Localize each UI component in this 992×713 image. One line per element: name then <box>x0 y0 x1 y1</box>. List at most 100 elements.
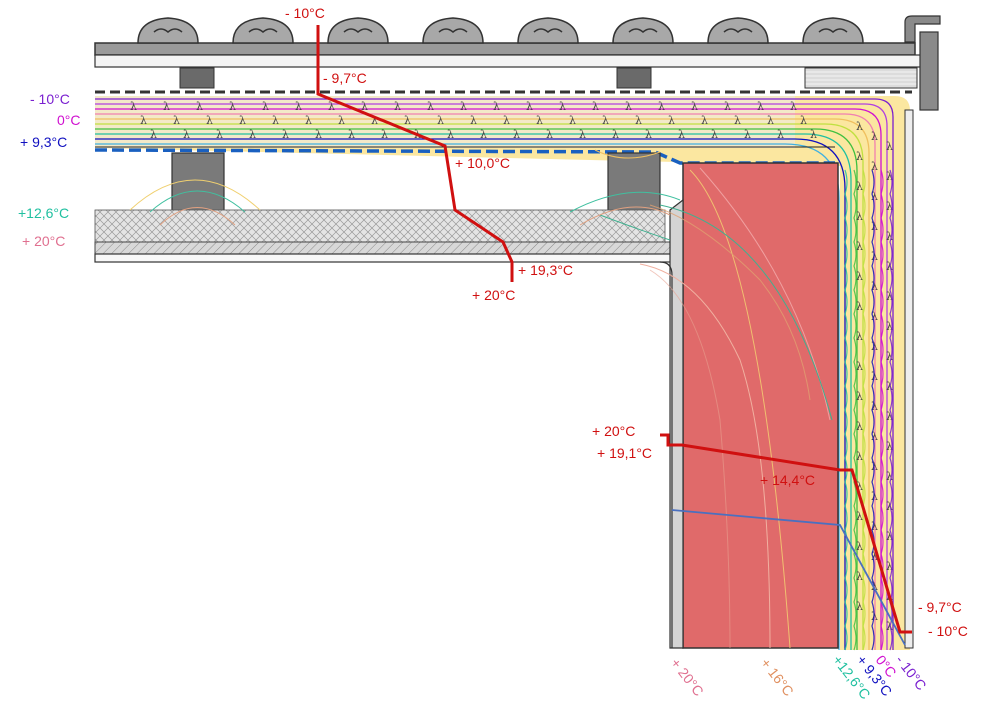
lambda-symbol: λ <box>871 520 878 533</box>
lambda-symbol: λ <box>856 420 863 433</box>
lambda-symbol: λ <box>856 150 863 163</box>
lambda-symbol: λ <box>886 530 893 543</box>
lambda-symbol: λ <box>196 100 203 113</box>
lambda-symbol: λ <box>871 130 878 143</box>
lambda-symbol: λ <box>886 500 893 513</box>
roof-tile <box>612 17 674 44</box>
lambda-symbol: λ <box>305 114 312 127</box>
lambda-symbol: λ <box>427 100 434 113</box>
lambda-symbol: λ <box>871 160 878 173</box>
lambda-symbol: λ <box>361 100 368 113</box>
lambda-symbol: λ <box>886 230 893 243</box>
lambda-symbol: λ <box>871 550 878 563</box>
label-roof-97: - 9,7°C <box>323 70 367 86</box>
lambda-symbol: λ <box>856 390 863 403</box>
label-wall-144: + 14,4°C <box>760 472 815 488</box>
bottom-temperature-labels: + 20°C + 16°C +12,6°C + 9,3°C 0°C - 10°C <box>668 652 930 702</box>
roof-temperature-labels: - 10°C - 9,7°C + 10,0°C + 19,3°C + 20°C <box>285 5 573 303</box>
lambda-symbol: λ <box>886 470 893 483</box>
lambda-symbol: λ <box>513 128 520 141</box>
lambda-symbol: λ <box>767 114 774 127</box>
lambda-symbol: λ <box>856 300 863 313</box>
lambda-symbol: λ <box>668 114 675 127</box>
lambda-symbol: λ <box>856 480 863 493</box>
lambda-symbol: λ <box>536 114 543 127</box>
wall-temperature-labels: + 20°C + 19,1°C + 14,4°C - 9,7°C - 10°C <box>592 423 968 639</box>
lambda-symbol: λ <box>371 114 378 127</box>
lambda-symbol: λ <box>691 100 698 113</box>
lambda-symbol: λ <box>546 128 553 141</box>
lambda-symbol: λ <box>579 128 586 141</box>
lambda-symbol: λ <box>711 128 718 141</box>
lambda-symbol: λ <box>183 128 190 141</box>
lambda-symbol: λ <box>493 100 500 113</box>
wall-masonry <box>659 109 914 649</box>
lambda-symbol: λ <box>249 128 256 141</box>
lambda-symbol: λ <box>569 114 576 127</box>
lambda-symbol: λ <box>886 140 893 153</box>
lambda-symbol: λ <box>173 114 180 127</box>
lambda-symbol: λ <box>394 100 401 113</box>
interior-isotherms <box>129 149 833 649</box>
left-temperature-labels: - 10°C 0°C + 9,3°C +12,6°C + 20°C <box>18 91 81 249</box>
lambda-symbol: λ <box>886 170 893 183</box>
battens <box>179 67 918 89</box>
lambda-symbol: λ <box>437 114 444 127</box>
lambda-symbol: λ <box>140 114 147 127</box>
label-bottom-20: + 20°C <box>668 655 707 699</box>
roof-tiles <box>94 15 941 111</box>
roof-tile <box>232 17 294 44</box>
lambda-symbol: λ <box>886 200 893 213</box>
label-roof-100: + 10,0°C <box>455 155 510 171</box>
lambda-symbol: λ <box>871 430 878 443</box>
lambda-symbol: λ <box>856 270 863 283</box>
label-left-minus10: - 10°C <box>30 91 70 107</box>
lambda-symbol: λ <box>163 100 170 113</box>
lambda-symbol: λ <box>315 128 322 141</box>
lambda-symbol: λ <box>724 100 731 113</box>
label-wall-m10: - 10°C <box>928 623 968 639</box>
ceiling-layers <box>94 209 676 263</box>
lambda-symbol: λ <box>206 114 213 127</box>
lambda-symbol: λ <box>886 290 893 303</box>
lambda-symbol: λ <box>348 128 355 141</box>
lambda-symbol: λ <box>886 560 893 573</box>
label-wall-191: + 19,1°C <box>597 445 652 461</box>
roof-tile <box>137 17 199 44</box>
lambda-symbol: λ <box>592 100 599 113</box>
lambda-symbol: λ <box>871 280 878 293</box>
lambda-symbol: λ <box>381 128 388 141</box>
lambda-symbol: λ <box>150 128 157 141</box>
lambda-symbol: λ <box>856 600 863 613</box>
lambda-symbol: λ <box>856 570 863 583</box>
lambda-symbol: λ <box>216 128 223 141</box>
label-bottom-16: + 16°C <box>758 655 797 699</box>
wall-temperature-profile <box>660 433 912 634</box>
lambda-symbol: λ <box>338 114 345 127</box>
lambda-symbol: λ <box>701 114 708 127</box>
lambda-symbol: λ <box>470 114 477 127</box>
label-left-zero: 0°C <box>57 112 81 128</box>
lambda-symbol: λ <box>871 400 878 413</box>
label-roof-20: + 20°C <box>472 287 515 303</box>
lambda-symbol: λ <box>886 380 893 393</box>
lambda-symbol: λ <box>856 210 863 223</box>
lambda-symbol: λ <box>871 220 878 233</box>
label-wall-m97: - 9,7°C <box>918 599 962 615</box>
label-left-plus126: +12,6°C <box>18 205 69 221</box>
lambda-symbol: λ <box>856 180 863 193</box>
lambda-symbol: λ <box>404 114 411 127</box>
lambda-symbol: λ <box>282 128 289 141</box>
isotherm-line-steelblue <box>671 509 906 646</box>
lambda-symbol: λ <box>871 310 878 323</box>
lambda-symbol: λ <box>612 128 619 141</box>
label-roof-193: + 19,3°C <box>518 262 573 278</box>
lambda-symbol: λ <box>886 620 893 633</box>
lambda-symbol: λ <box>856 450 863 463</box>
lambda-symbol: λ <box>856 360 863 373</box>
lambda-symbol: λ <box>559 100 566 113</box>
lambda-symbol: λ <box>856 240 863 253</box>
